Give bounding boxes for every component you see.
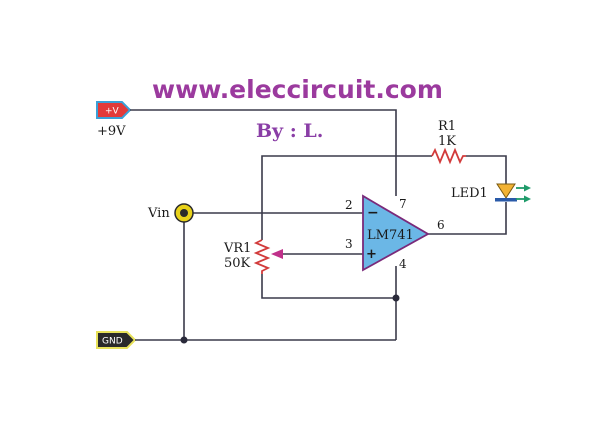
junction-dot [180, 336, 188, 344]
led-arrow-head [524, 195, 531, 203]
vin-label: Vin [147, 206, 170, 221]
pot-wiper-arrow [271, 249, 283, 259]
wire-led-to-output [428, 202, 507, 235]
ground-tag-shape [96, 331, 137, 349]
r1-ref-label: R1 [438, 119, 456, 134]
wires [130, 109, 507, 341]
r1-value-label: 1K [438, 134, 456, 149]
potentiometer-vr1 [253, 239, 283, 274]
opamp-plus-sign: + [366, 247, 377, 262]
opamp-minus-sign: − [367, 205, 379, 221]
led-triangle [496, 183, 516, 199]
pin-3-label: 3 [345, 237, 353, 251]
wire-pot-top-to-r1 [261, 155, 432, 240]
positive-supply-label: +9V [97, 124, 126, 139]
led-1 [495, 183, 531, 203]
opamp-lm741: − + LM741 [362, 194, 430, 272]
author-credit: By : L. [256, 120, 323, 142]
wire-vplus-rail [130, 109, 397, 196]
ground-tag: GND [96, 331, 137, 349]
led-ref-label: LED1 [451, 186, 488, 201]
ground-tag-text: GND [102, 337, 123, 347]
led-arrow-head [524, 184, 531, 192]
positive-tag-text: +V [105, 107, 120, 117]
opamp-name: LM741 [367, 228, 414, 243]
pin-6-label: 6 [437, 218, 445, 232]
opamp-triangle [362, 194, 430, 272]
positive-tag-shape [96, 101, 132, 119]
website-title: www.eleccircuit.com [152, 75, 443, 104]
pot-zigzag [253, 239, 271, 274]
pin-2-label: 2 [345, 198, 353, 212]
vr1-ref-label: VR1 [223, 241, 251, 256]
wire-pot-bottom [261, 274, 396, 299]
vin-input-jack [174, 203, 194, 223]
resistor-zigzag [431, 147, 466, 165]
wire-r1-to-led [466, 155, 507, 184]
resistor-r1 [431, 147, 466, 165]
jack-center [180, 209, 188, 217]
positive-supply-tag: +V [96, 101, 132, 119]
pin-4-label: 4 [399, 257, 407, 271]
junction-dot [392, 294, 400, 302]
pin-7-label: 7 [399, 197, 407, 211]
vr1-value-label: 50K [224, 256, 251, 271]
led-cathode-bar [495, 198, 517, 202]
